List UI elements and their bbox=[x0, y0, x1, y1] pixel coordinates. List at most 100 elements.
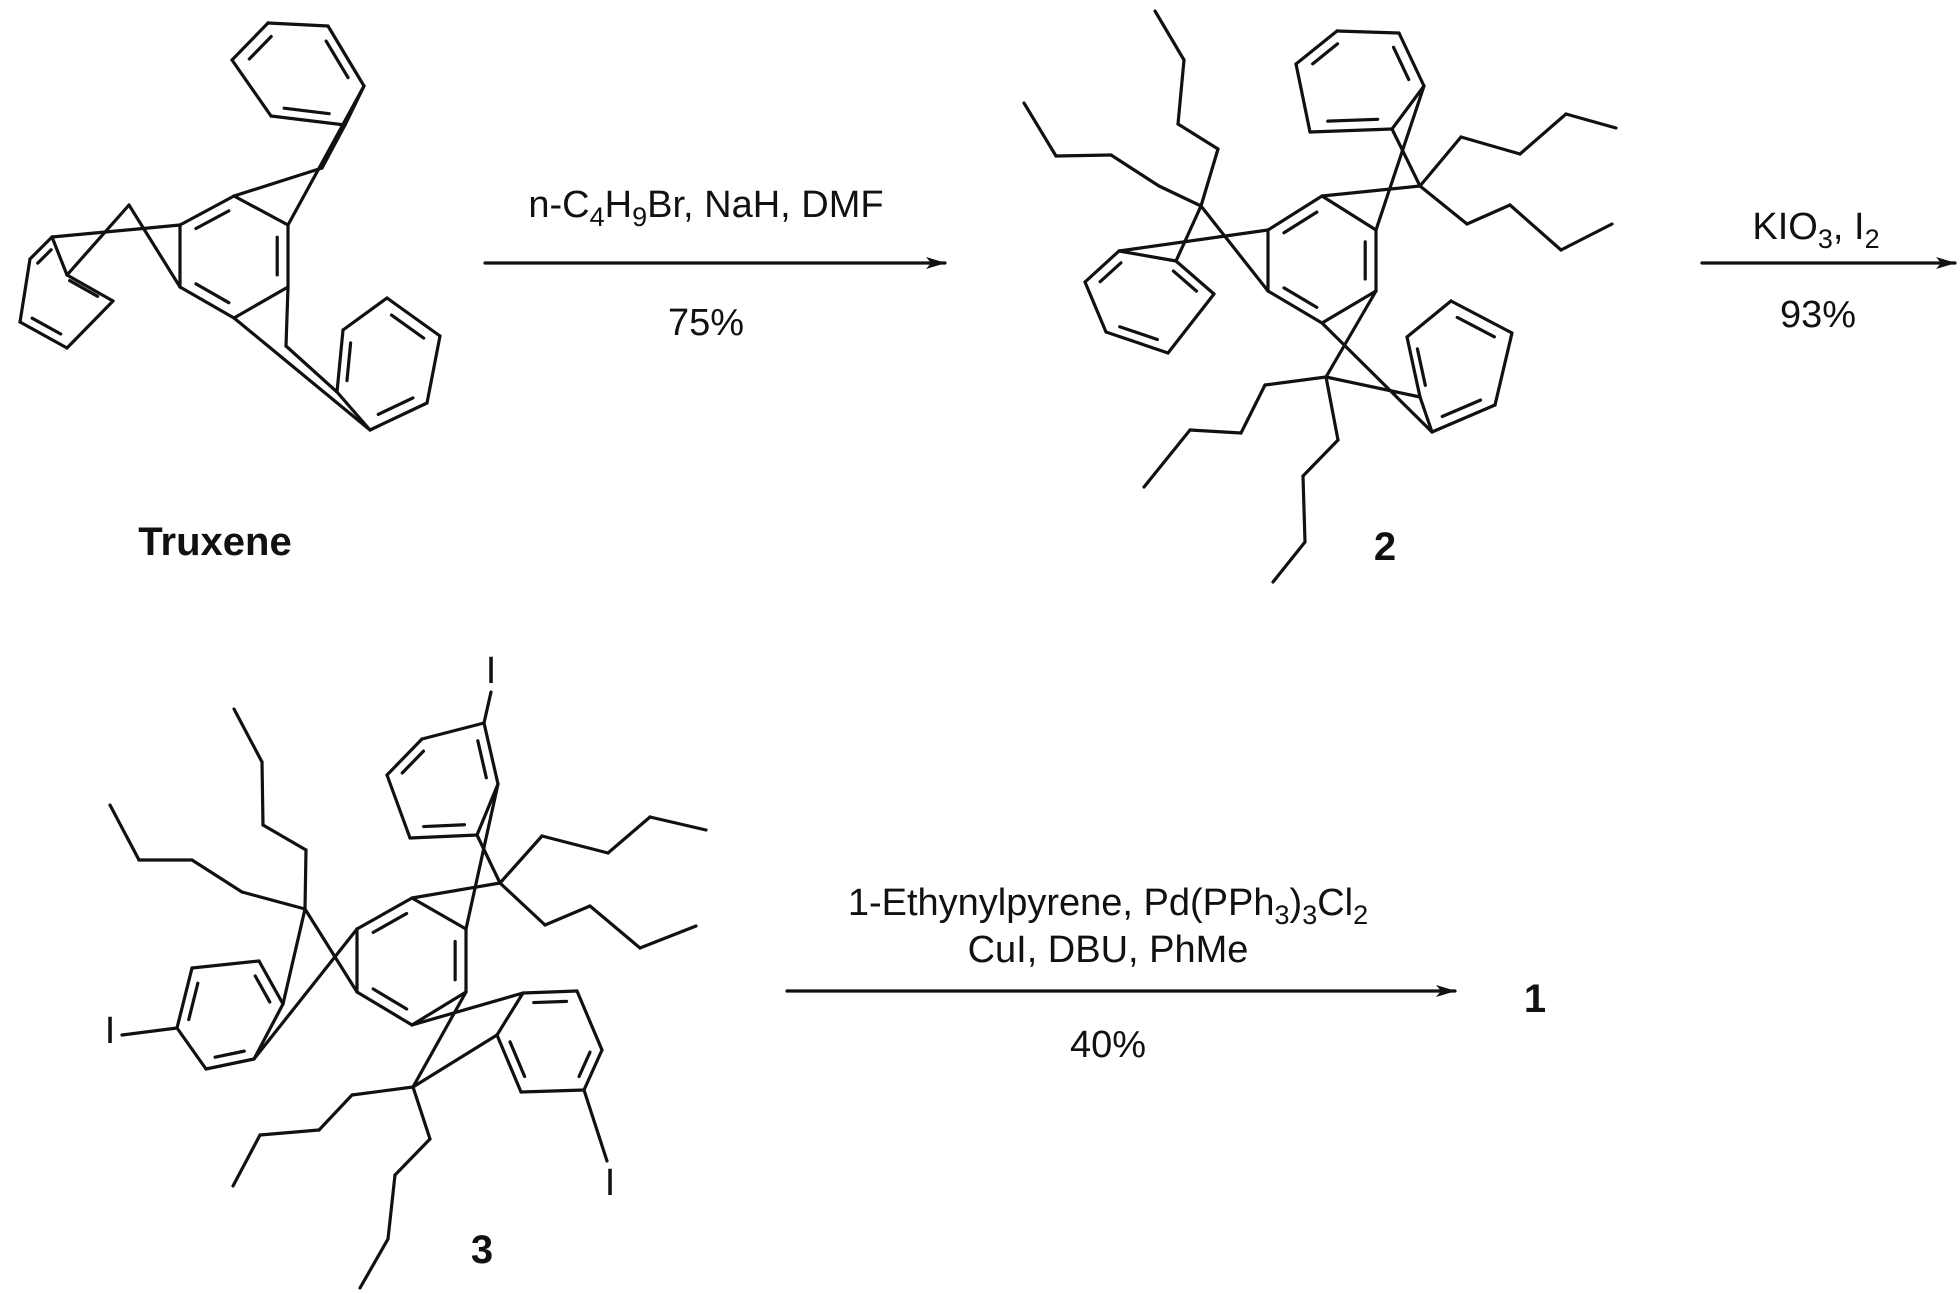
aryl-ring-bond bbox=[204, 1057, 256, 1071]
compound-label-truxene: Truxene bbox=[138, 520, 291, 564]
butyl-chain bbox=[411, 1085, 432, 1141]
five-ring-bond bbox=[320, 123, 347, 170]
butyl-chain bbox=[648, 815, 708, 832]
aryl-ring-double-bond bbox=[30, 316, 63, 336]
aryl-ring-bond bbox=[385, 773, 412, 840]
central-ring-double-bond bbox=[194, 209, 231, 231]
butyl-chain bbox=[1465, 203, 1512, 226]
aryl-ring-bond bbox=[1083, 249, 1121, 284]
aryl-ring-bond bbox=[420, 721, 486, 741]
five-ring-bond bbox=[65, 203, 131, 277]
butyl-chain bbox=[108, 803, 141, 862]
five-ring-bond bbox=[411, 990, 468, 1089]
iodine-label-right: I bbox=[605, 1162, 616, 1204]
aryl-ring-bond bbox=[230, 21, 270, 62]
butyl-chain bbox=[232, 707, 264, 764]
aryl-ring-bond bbox=[495, 991, 525, 1037]
butyl-chain bbox=[1176, 58, 1186, 126]
butyl-chain bbox=[1301, 438, 1340, 478]
central-ring-bond bbox=[1266, 194, 1324, 232]
aryl-ring-bond bbox=[1430, 403, 1497, 434]
aryl-ring-bond bbox=[18, 320, 69, 350]
aryl-ring-bond bbox=[28, 235, 54, 261]
five-ring-bond bbox=[1390, 127, 1422, 188]
five-ring-bond bbox=[475, 833, 502, 885]
aryl-ring-bond bbox=[269, 114, 347, 127]
aryl-link bbox=[252, 927, 359, 1061]
butyl-chain bbox=[543, 904, 592, 927]
butyl-chain bbox=[1459, 135, 1522, 156]
butyl-chain bbox=[1418, 135, 1463, 188]
step-1-yield: 75% bbox=[668, 302, 744, 344]
aryl-ring-bond bbox=[65, 299, 115, 350]
central-ring-double-bond bbox=[1282, 286, 1319, 309]
aryl-ring-double-bond bbox=[577, 1050, 592, 1079]
five-ring-bond bbox=[127, 203, 182, 289]
central-ring-double-bond bbox=[371, 987, 409, 1011]
aryl-ring-bond bbox=[252, 1002, 285, 1061]
aryl-link bbox=[50, 223, 182, 239]
butyl-chain bbox=[1518, 112, 1568, 156]
aryl-ring-double-bond bbox=[1118, 325, 1159, 342]
central-ring-double-bond bbox=[371, 911, 409, 934]
reaction-step-3: 1-Ethynylpyrene, Pd(PPh3)3Cl2 CuI, DBU, … bbox=[785, 882, 1457, 1066]
compound-3-structure bbox=[108, 690, 708, 1290]
aryl-ring-bond bbox=[368, 401, 429, 432]
butyl-chain bbox=[358, 1237, 390, 1290]
central-ring-bond bbox=[1320, 289, 1378, 325]
five-ring-bond bbox=[284, 285, 290, 348]
aryl-ring-bond bbox=[582, 1048, 604, 1092]
aryl-ring-double-bond bbox=[1311, 42, 1340, 66]
aryl-ring-bond bbox=[425, 334, 442, 405]
aryl-ring-bond bbox=[1397, 31, 1426, 88]
step-1-reagents: n-C4H9Br, NaH, DMF bbox=[528, 184, 883, 232]
aryl-ring-double-bond bbox=[187, 981, 200, 1022]
butyl-chain bbox=[303, 848, 308, 911]
aryl-ring-bond bbox=[1418, 395, 1434, 434]
butyl-chain bbox=[1188, 428, 1243, 435]
aryl-ring-bond bbox=[1294, 29, 1339, 66]
aryl-ring-bond bbox=[1449, 299, 1514, 335]
aryl-ring-bond bbox=[175, 1026, 208, 1071]
step-3-reagents-line-1: 1-Ethynylpyrene, Pd(PPh3)3Cl2 bbox=[848, 882, 1368, 930]
aryl-ring-bond bbox=[1117, 249, 1178, 263]
aryl-ring-double-bond bbox=[476, 739, 488, 780]
carbon-iodine-bond bbox=[120, 1026, 179, 1037]
aryl-ring-double-bond bbox=[68, 278, 100, 298]
aryl-ring-double-bond bbox=[1098, 261, 1123, 284]
five-ring-bond bbox=[1174, 204, 1203, 263]
aryl-ring-bond bbox=[190, 959, 261, 970]
butyl-chain bbox=[1239, 383, 1267, 435]
aryl-ring-bond bbox=[50, 235, 69, 277]
aryl-ring-bond bbox=[1166, 292, 1216, 355]
carbon-iodine-bond bbox=[582, 1088, 609, 1163]
aryl-ring-bond bbox=[326, 24, 366, 88]
step-3-yield: 40% bbox=[1070, 1024, 1146, 1066]
butyl-chain bbox=[317, 1093, 354, 1132]
aryl-ring-bond bbox=[1294, 62, 1312, 134]
central-ring-bond bbox=[410, 990, 468, 1027]
aryl-ring-bond bbox=[519, 1088, 586, 1094]
butyl-chain bbox=[1301, 474, 1307, 544]
aryl-ring-double-bond bbox=[1391, 45, 1411, 82]
truxene-structure bbox=[18, 21, 442, 432]
butyl-chain bbox=[393, 1137, 432, 1177]
central-ring-bond bbox=[232, 194, 290, 227]
aryl-ring-double-bond bbox=[324, 39, 350, 80]
butyl-chain bbox=[638, 924, 698, 950]
aryl-ring-bond bbox=[266, 21, 330, 28]
aryl-ring-bond bbox=[1493, 331, 1514, 407]
five-ring-bond bbox=[1324, 289, 1378, 379]
butyl-chain bbox=[1564, 112, 1618, 130]
central-ring-bond bbox=[355, 990, 414, 1027]
aryl-ring-double-bond bbox=[282, 106, 331, 116]
aryl-ring-bond bbox=[1174, 259, 1216, 296]
five-ring-bond bbox=[303, 907, 359, 994]
butyl-chain bbox=[1263, 375, 1328, 387]
aryl-ring-bond bbox=[1405, 299, 1453, 339]
butyl-chain bbox=[350, 1085, 415, 1097]
reaction-step-1: n-C4H9Br, NaH, DMF 75% bbox=[483, 184, 947, 344]
aryl-ring-double-bond bbox=[36, 248, 53, 265]
butyl-chain bbox=[498, 881, 547, 927]
